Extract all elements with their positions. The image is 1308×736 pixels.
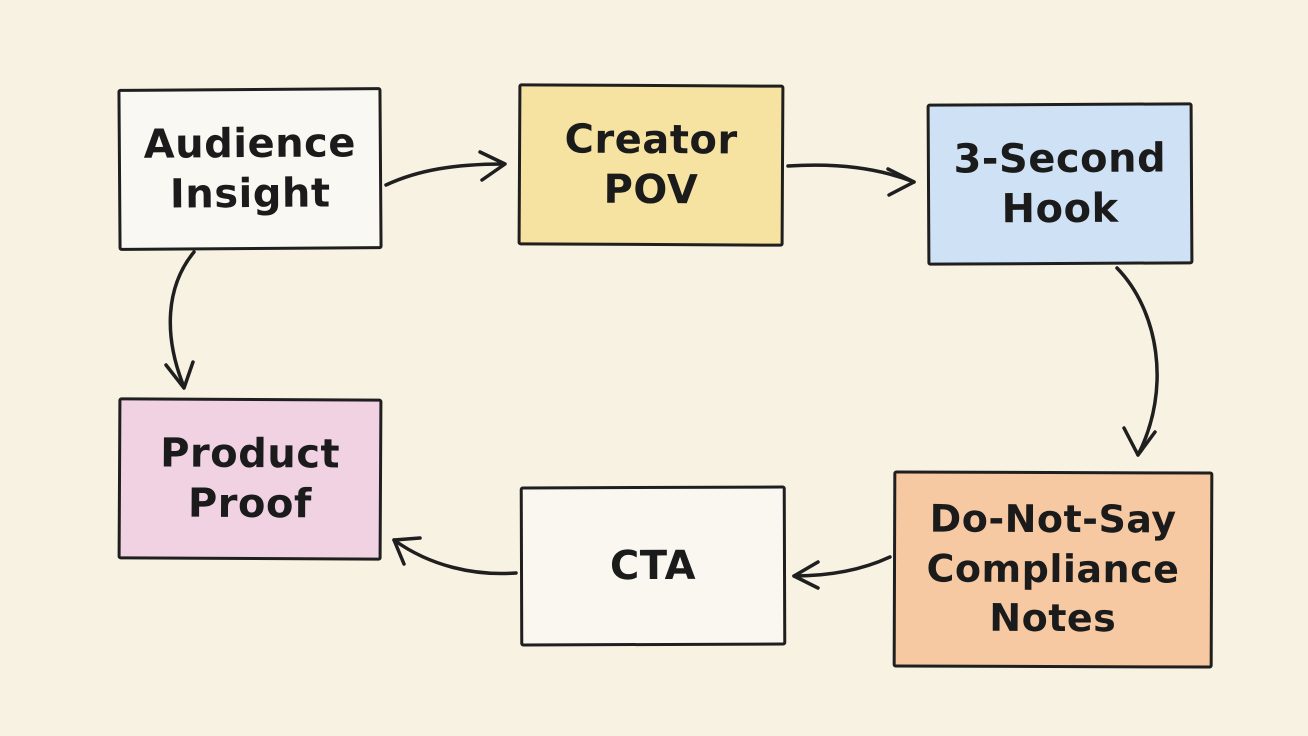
arrow-audience-to-product	[164, 250, 196, 390]
node-label-line: Audience	[143, 120, 357, 168]
node-label-line: CTA	[609, 542, 697, 590]
arrow-cta-to-product	[392, 536, 518, 576]
arrow-creator-to-hook	[786, 163, 916, 197]
node-label-line: Do-Not-Say	[929, 496, 1177, 542]
node-cta: CTA	[519, 485, 787, 647]
node-label-line: Insight	[169, 170, 331, 218]
node-label-line: Product	[160, 430, 341, 478]
node-label-line: Compliance	[926, 546, 1180, 592]
node-label-line: Notes	[989, 595, 1117, 641]
node-label-line: 3-Second	[953, 135, 1167, 183]
node-label-line: Hook	[1001, 185, 1119, 233]
arrow-audience-to-creator	[384, 150, 507, 187]
node-label-line: POV	[603, 166, 699, 214]
node-audience-insight: Audience Insight	[117, 87, 383, 251]
node-do-not-say-compliance-notes: Do-Not-Say Compliance Notes	[892, 470, 1214, 669]
node-label-line: Proof	[187, 480, 312, 528]
node-creator-pov: Creator POV	[517, 83, 785, 247]
node-product-proof: Product Proof	[117, 397, 383, 561]
arrow-hook-to-dns	[1115, 266, 1159, 457]
node-3-second-hook: 3-Second Hook	[926, 102, 1194, 266]
node-label-line: Creator	[564, 116, 738, 164]
arrow-dns-to-cta	[792, 555, 892, 590]
